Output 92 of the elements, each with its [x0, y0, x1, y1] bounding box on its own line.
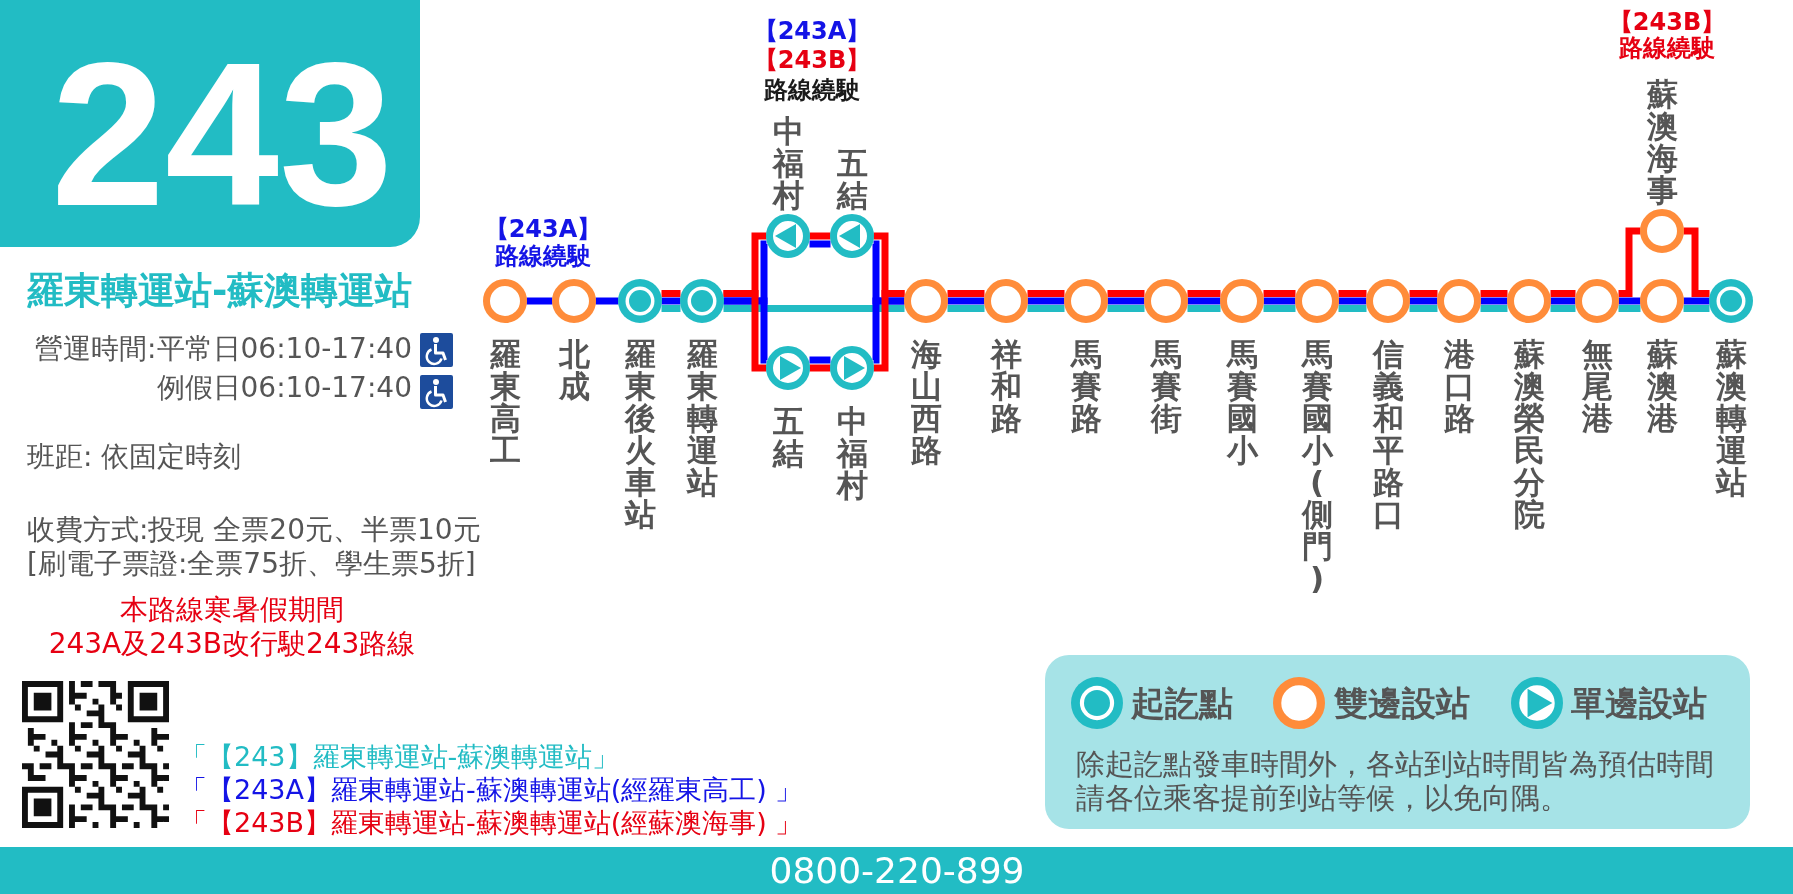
station-name: 羅東高工 [489, 338, 521, 466]
station-name: 羅東轉運站 [686, 338, 718, 498]
route-description: 「【243】羅東轉運站-蘇澳轉運站」 [180, 740, 620, 774]
route-description: 「【243B】羅東轉運站-蘇澳轉運站(經蘇澳海事) 」 [180, 806, 803, 840]
route-line [1683, 305, 1710, 312]
route-line [1338, 305, 1367, 312]
route-line [1263, 305, 1296, 312]
route-line [872, 297, 905, 364]
station-name: 馬賽街 [1150, 338, 1182, 434]
detour-note: 路線繞駛 [764, 75, 860, 105]
route-line [1338, 297, 1367, 305]
station-name: 馬賽國小 [1226, 338, 1258, 466]
headway-text: 班距: 依固定時刻 [27, 440, 242, 474]
route-line [1480, 305, 1508, 312]
station-name: 蘇澳港 [1646, 338, 1678, 434]
route-line [661, 297, 681, 305]
station-name: 羅東後火車站 [624, 338, 656, 530]
station-name: 蘇澳海事 [1646, 78, 1678, 206]
legend-label: 雙邊設站 [1334, 682, 1470, 724]
station-name: 蘇澳轉運站 [1715, 338, 1747, 498]
route-line [1107, 305, 1145, 312]
fare-text: 收費方式:投現 全票20元、半票10元 [27, 513, 481, 547]
route-line [723, 297, 768, 364]
route-line [1263, 297, 1296, 305]
route-line [809, 356, 831, 364]
station-name: 無尾港 [1581, 338, 1613, 434]
route-line [1027, 290, 1065, 297]
route-tag: 【243A】 [753, 16, 871, 46]
route-line [1618, 227, 1641, 297]
route-description: 「【243A】羅東轉運站-蘇澳轉運站(經羅東高工) 」 [180, 773, 803, 807]
route-line [1618, 297, 1641, 305]
route-line [1107, 290, 1145, 297]
route-line [1027, 297, 1065, 305]
route-line [947, 297, 985, 305]
route-tag: 【243A】 [484, 214, 602, 244]
route-line [661, 290, 681, 297]
station-name: 馬賽路 [1070, 338, 1102, 434]
legend-label: 單邊設站 [1571, 682, 1707, 724]
station-name: 中福村 [772, 115, 804, 211]
hours-text: 例假日06:10-17:40 [156, 371, 412, 405]
route-line [1107, 297, 1145, 305]
station-name: 五結 [836, 147, 868, 211]
route-number: 243 [51, 31, 393, 236]
station-name: 蘇澳榮民分院 [1513, 338, 1545, 530]
note-text: 除起訖點發車時間外，各站到站時間皆為預估時間 [1076, 746, 1714, 782]
route-tag: 【243B】 [753, 45, 871, 75]
route-line [723, 290, 767, 372]
station-name: 北成 [558, 338, 590, 402]
route-line [1409, 305, 1438, 312]
route-line [1187, 305, 1221, 312]
route-line [873, 290, 905, 372]
route-title: 羅東轉運站-蘇澳轉運站 [27, 268, 413, 314]
route-line [809, 232, 831, 240]
route-line [1618, 305, 1641, 312]
notice-text: 本路線寒暑假期間 [120, 593, 344, 627]
route-line [947, 290, 985, 297]
route-line [1683, 297, 1710, 305]
phone-number: 0800-220-899 [769, 849, 1025, 892]
route-line [1550, 305, 1576, 312]
route-line [1409, 290, 1438, 297]
station-name: 海山西路 [910, 338, 942, 466]
route-line [1480, 290, 1508, 297]
route-line [1187, 297, 1221, 305]
route-line [1550, 297, 1576, 305]
station-name: 港口路 [1443, 338, 1475, 434]
notice-text: 243A及243B改行駛243路線 [48, 627, 416, 661]
route-line [1338, 290, 1367, 297]
station-name: 五結 [772, 405, 804, 469]
route-line [526, 297, 553, 305]
route-line [1480, 297, 1508, 305]
hours-text: 營運時間:平常日06:10-17:40 [35, 332, 412, 366]
route-line [1683, 227, 1710, 297]
station-name: 祥和路 [990, 338, 1022, 434]
footer-band [0, 847, 1793, 894]
route-line [1187, 290, 1221, 297]
route-line [1027, 305, 1065, 312]
legend-label: 起訖點 [1131, 682, 1233, 724]
station-name: 信義和平路口 [1372, 338, 1404, 530]
detour-note: 路線繞駛 [495, 241, 591, 271]
route-line [661, 305, 681, 312]
route-line [723, 305, 905, 312]
route-line [595, 297, 619, 305]
note-text: 請各位乘客提前到站等候，以免向隅。 [1076, 780, 1569, 816]
route-line [1409, 297, 1438, 305]
station-name: 馬賽國小(側門) [1301, 338, 1333, 594]
station-name: 中福村 [836, 405, 868, 501]
route-line [1263, 290, 1296, 297]
route-line [809, 364, 831, 372]
fare-text: [刷電子票證:全票75折、學生票5折] [27, 547, 476, 581]
route-line [1550, 290, 1576, 297]
route-line [947, 305, 985, 312]
route-line [809, 240, 831, 248]
